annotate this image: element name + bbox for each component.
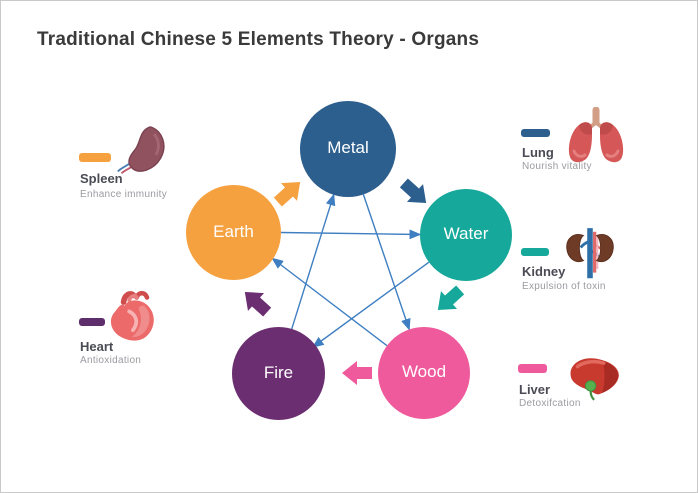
organ-card-spleen: Spleen Enhance immunity [77,121,192,201]
organ-card-kidney: Kidney Expulsion of toxin [519,225,639,295]
organ-name: Spleen [80,171,123,186]
generating-arrow-wood-to-fire [342,361,372,385]
liver-color-bar [518,364,547,373]
generating-arrow-earth-to-metal [273,181,301,207]
kidney-color-bar [521,248,549,256]
organ-description: Nourish vitality [522,161,592,172]
element-label-fire: Fire [263,362,294,382]
organ-card-liver: Liver Detoxifcation [516,341,641,411]
element-label-earth: Earth [213,221,254,241]
liver-icon [567,352,623,409]
organ-name: Liver [519,382,551,397]
element-node-metal: Metal [300,101,396,197]
element-node-fire: Fire [232,327,325,420]
generating-arrow-water-to-wood [437,285,465,311]
element-label-metal: Metal [327,138,369,157]
overcoming-arrow-metal-to-wood [362,194,411,331]
heart-color-bar [79,318,105,326]
overcoming-arrow-fire-to-metal [291,193,336,330]
organ-card-lung: Lung Nourish vitality [519,105,639,175]
lung-color-bar [521,129,550,137]
overcoming-arrow-earth-to-water [280,229,422,240]
element-node-earth: Earth [186,185,281,280]
organ-name: Kidney [522,264,566,279]
element-label-wood: Wood [401,362,447,381]
lung-icon [565,106,627,172]
spleen-color-bar [79,153,111,162]
organ-name: Heart [80,339,114,354]
element-node-water: Water [420,189,512,281]
kidney-icon [564,225,616,290]
organ-name: Lung [522,145,554,160]
generating-arrow-fire-to-earth [244,291,272,317]
organ-card-heart: Heart Antioxidation [77,287,192,367]
organ-description: Expulsion of toxin [522,281,606,292]
organ-description: Enhance immunity [80,189,168,200]
element-label-water: Water [443,224,489,243]
element-node-wood: Wood [378,327,470,419]
organ-description: Detoxifcation [519,398,581,409]
spleen-icon [113,125,169,182]
heart-icon [99,289,165,352]
organ-description: Antioxidation [80,355,142,366]
page-title: Traditional Chinese 5 Elements Theory - … [37,29,480,50]
